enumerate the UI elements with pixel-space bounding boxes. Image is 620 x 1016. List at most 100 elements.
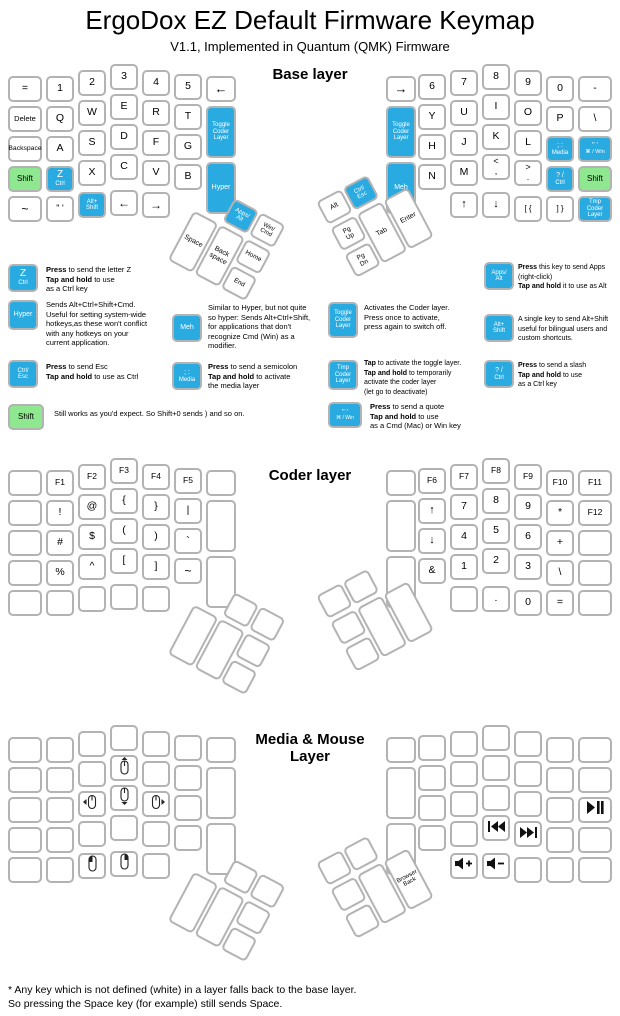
key-media-r31 xyxy=(546,797,574,823)
key-base-l21: Q xyxy=(46,106,74,132)
key-base-r45: N xyxy=(418,164,446,190)
key-base-r10: - xyxy=(578,76,612,102)
key-coder-l14: F4 xyxy=(142,464,170,490)
key-legend-item-8: " '⌘ / Win xyxy=(328,402,362,428)
key-base-l14: 4 xyxy=(142,70,170,96)
key-media-l14 xyxy=(142,731,170,757)
coder-layer-heading: Coder layer xyxy=(268,467,352,484)
next-track-icon xyxy=(519,825,537,842)
key-base-r23: I xyxy=(482,94,510,120)
key-base-r21: P xyxy=(546,106,574,132)
key-base-r13: 8 xyxy=(482,64,510,90)
key-legend-item-9: Apps/Alt xyxy=(484,262,514,290)
key-media-mouse-left xyxy=(78,791,106,817)
key-media-prev-track xyxy=(482,815,510,841)
key-media-l50 xyxy=(8,857,42,883)
key-coder-r31: + xyxy=(546,530,574,556)
key-coder-l21: ! xyxy=(46,500,74,526)
key-base-r34: J xyxy=(450,130,478,156)
key-media-l16 xyxy=(206,737,236,763)
key-coder-r11: F10 xyxy=(546,470,574,496)
mouse-right-click-icon xyxy=(117,853,132,874)
key-coder-l45: ~ xyxy=(174,558,202,584)
key-base-l13: 3 xyxy=(110,64,138,90)
key-media-mouse-right xyxy=(142,791,170,817)
key-media-volume-down xyxy=(482,853,510,879)
key-base-l43: C xyxy=(110,154,138,180)
key-media-r20 xyxy=(578,767,612,793)
key-base-r31: ; :Media xyxy=(546,136,574,162)
key-coder-l30 xyxy=(8,530,42,556)
key-media-r50 xyxy=(578,857,612,883)
key-base-l22: W xyxy=(78,100,106,126)
volume-up-icon xyxy=(454,857,474,874)
key-coder-l16 xyxy=(206,470,236,496)
key-coder-l20 xyxy=(8,500,42,526)
key-media-r14 xyxy=(450,731,478,757)
key-base-l51: " ' xyxy=(46,196,74,222)
key-media-r15 xyxy=(418,735,446,761)
key-coder-l13: F3 xyxy=(110,458,138,484)
key-coder-l15: F5 xyxy=(174,468,202,494)
key-base-l33: D xyxy=(110,124,138,150)
key-base-l23: E xyxy=(110,94,138,120)
key-coder-r32: 6 xyxy=(514,524,542,550)
legend-text-6: Activates the Coder layer.Press once to … xyxy=(364,303,450,332)
key-media-l25 xyxy=(174,765,202,791)
key-base-l35: G xyxy=(174,134,202,160)
key-media-r33 xyxy=(482,785,510,811)
key-media-l41 xyxy=(46,827,74,853)
key-base-r53: ↓ xyxy=(482,192,510,218)
key-media-r25 xyxy=(418,765,446,791)
key-media-mouse-left-click xyxy=(78,853,106,879)
key-media-r21 xyxy=(546,767,574,793)
key-base-r14: 7 xyxy=(450,70,478,96)
key-media-r24 xyxy=(450,761,478,787)
key-coder-r53: . xyxy=(482,586,510,612)
key-coder-l10 xyxy=(8,470,42,496)
key-media-r51 xyxy=(546,857,574,883)
key-coder-l40 xyxy=(8,560,42,586)
footnote-line-1: * Any key which is not defined (white) i… xyxy=(8,984,357,996)
key-coder-r51: = xyxy=(546,590,574,616)
key-coder-l51 xyxy=(46,590,74,616)
key-base-r42: >. xyxy=(514,160,542,186)
key-coder-r52: 0 xyxy=(514,590,542,616)
key-coder-l54 xyxy=(142,586,170,612)
key-base-l54: → xyxy=(142,192,170,218)
key-base-l20: Delete xyxy=(8,106,42,132)
key-coder-r20: F12 xyxy=(578,500,612,526)
key-base-r25: Y xyxy=(418,104,446,130)
key-media-mouse-right-click xyxy=(110,851,138,877)
key-base-l30: Backspace xyxy=(8,136,42,162)
key-legend-item-11: ? /Ctrl xyxy=(484,360,514,388)
key-media-l15 xyxy=(174,735,202,761)
key-base-r35: H xyxy=(418,134,446,160)
key-coder-r15: F6 xyxy=(418,468,446,494)
key-media-l51 xyxy=(46,857,74,883)
key-coder-l41: % xyxy=(46,560,74,586)
key-media-r10 xyxy=(578,737,612,763)
key-base-l34: F xyxy=(142,130,170,156)
key-coder-r12: F9 xyxy=(514,464,542,490)
key-coder-l2t xyxy=(206,500,236,552)
key-base-r16: → xyxy=(386,76,416,102)
key-base-r40: Shift xyxy=(578,166,612,192)
key-media-l21 xyxy=(46,767,74,793)
key-media-r52 xyxy=(514,857,542,883)
key-media-next-track xyxy=(514,821,542,847)
key-base-l53: ← xyxy=(110,190,138,216)
mouse-right-icon xyxy=(147,794,165,814)
key-base-l45: B xyxy=(174,164,202,190)
key-coder-r34: 4 xyxy=(450,524,478,550)
key-base-l4t: Hyper xyxy=(206,162,236,214)
key-legend-item-4: Meh xyxy=(172,314,202,342)
key-coder-l34: ) xyxy=(142,524,170,550)
